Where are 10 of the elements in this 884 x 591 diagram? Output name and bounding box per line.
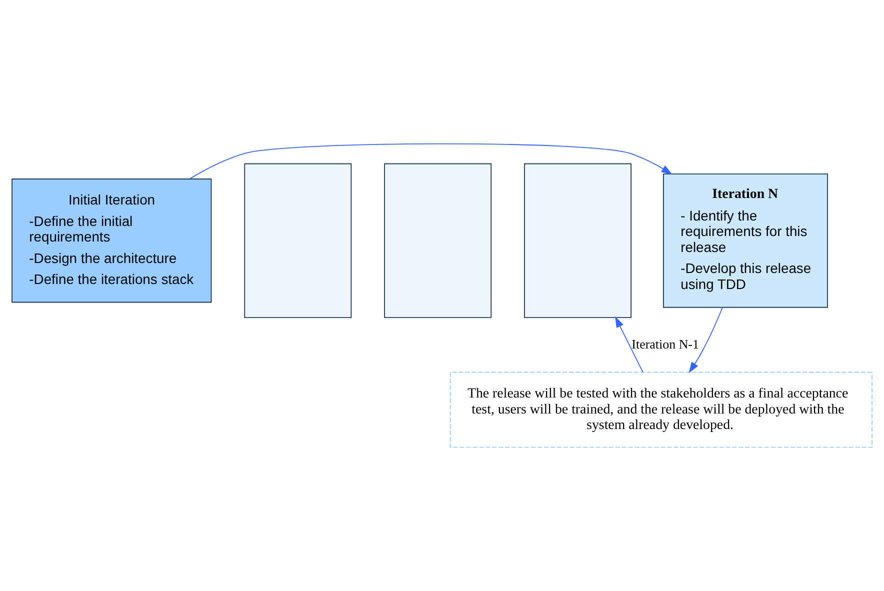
node-box: Iteration N - Identify the requirements for this release -Develop this release using TDD: [663, 173, 828, 308]
edge-label: Iteration N-1: [632, 336, 699, 352]
arrow: [615, 316, 644, 373]
arrow: [189, 143, 672, 180]
node-box: [244, 163, 352, 318]
arrow: [688, 307, 723, 374]
node-box: The release will be tested with the stakeholders as a final acceptance test, users will be trained, and the release will be deployed with the system already developed.: [450, 372, 872, 448]
node-box: Initial Iteration -Define the initial requirements -Design the architecture -Define the iterations stack: [12, 178, 212, 303]
node-box: [524, 163, 632, 318]
node-box: [384, 163, 492, 318]
